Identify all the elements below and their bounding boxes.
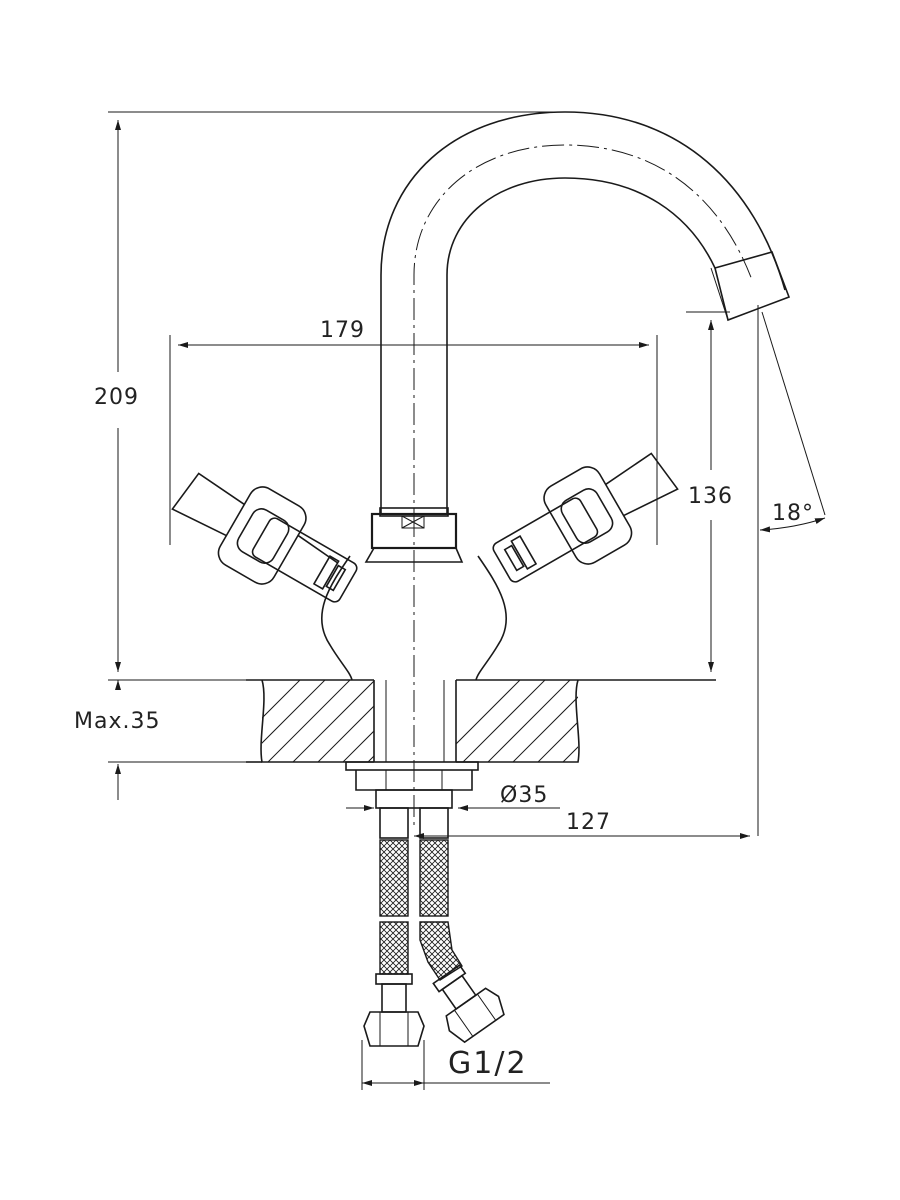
faucet-body [320, 507, 508, 681]
right-handle [492, 452, 679, 583]
mounting-nut [345, 761, 479, 809]
dimension-hole-diameter: Ø35 [346, 783, 560, 811]
dim-angle-label: 18° [772, 501, 814, 526]
dimension-thread: G1/2 [361, 1040, 550, 1090]
dimension-spout-height: 136 [686, 311, 733, 672]
dim-179-label: 179 [320, 318, 365, 343]
supply-hoses [363, 807, 505, 1047]
dimension-handle-width: 179 [169, 318, 658, 545]
dim-209-label: 209 [94, 385, 139, 410]
dim-diameter-label: Ø35 [500, 783, 548, 808]
dimension-max-thickness: Max.35 [74, 680, 250, 800]
dim-127-label: 127 [566, 810, 611, 835]
dim-max-label: Max.35 [74, 709, 160, 734]
dimension-spout-angle: 18° [757, 305, 826, 836]
dim-thread-label: G1/2 [448, 1046, 528, 1081]
dim-136-label: 136 [688, 484, 733, 509]
left-handle [171, 472, 358, 603]
dimension-spout-reach: 127 [414, 810, 750, 839]
countertop-section [246, 679, 716, 763]
dimension-height-total: 209 [94, 111, 565, 681]
